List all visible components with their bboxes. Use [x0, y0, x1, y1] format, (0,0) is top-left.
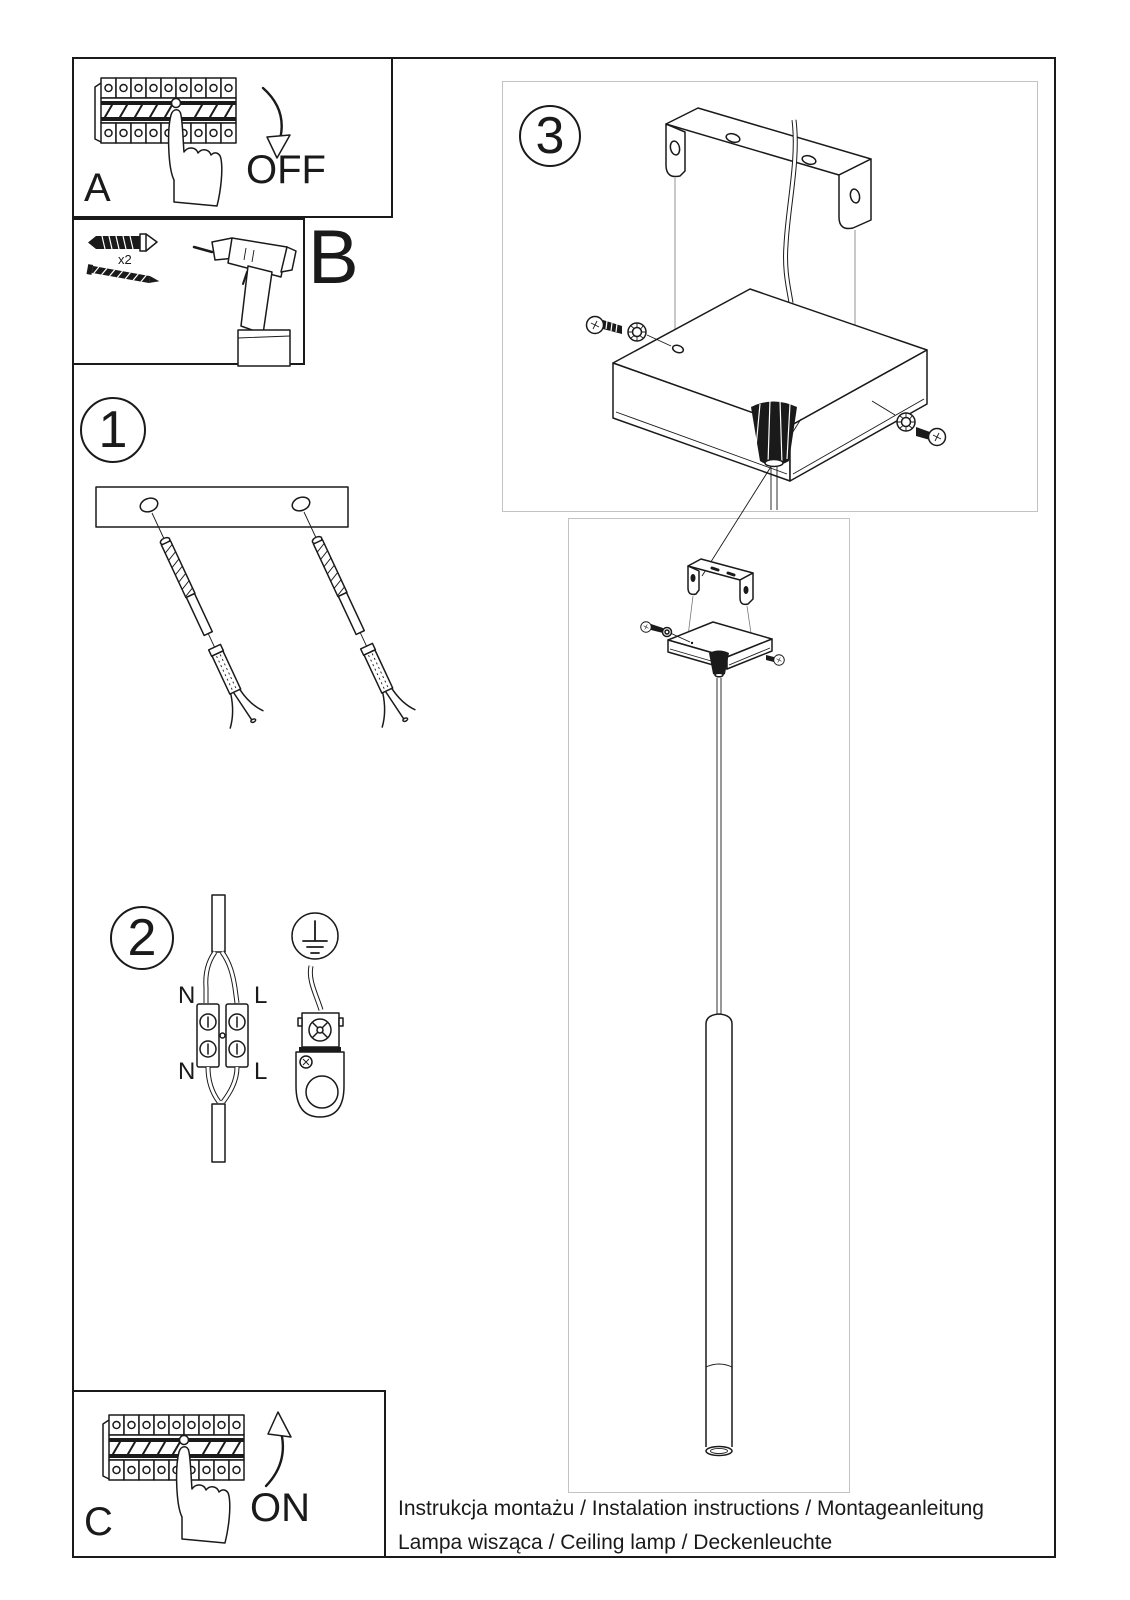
wire-label-neutral-bottom: N: [178, 1058, 196, 1085]
panel-b-label: B: [308, 215, 359, 300]
quantity-label: x2: [118, 252, 132, 267]
panel-b: [72, 218, 305, 365]
wire-label-live-bottom: L: [254, 1058, 268, 1085]
panel-pendant: [568, 518, 850, 1493]
off-label: OFF: [246, 148, 326, 192]
step1-number-text: 1: [98, 401, 128, 459]
panel-a-label: A: [84, 166, 111, 210]
panel-c: [72, 1390, 386, 1558]
wire-label-neutral-top: N: [178, 982, 196, 1009]
step2-number-text: 2: [127, 909, 157, 967]
step3-number: 3: [519, 105, 581, 167]
step1-number: 1: [80, 397, 146, 463]
on-label: ON: [250, 1486, 310, 1530]
wire-label-live-top: L: [254, 982, 268, 1009]
outer-border: [72, 57, 1056, 1558]
footer-line1: Instrukcja montażu / Instalation instruc…: [398, 1497, 984, 1520]
step2-number: 2: [110, 906, 174, 970]
footer-line2: Lampa wisząca / Ceiling lamp / Deckenleu…: [398, 1531, 833, 1554]
panel-a: [72, 57, 393, 218]
panel-c-label: C: [84, 1500, 113, 1544]
panel-step3: [502, 81, 1038, 512]
step3-number-text: 3: [535, 107, 565, 165]
